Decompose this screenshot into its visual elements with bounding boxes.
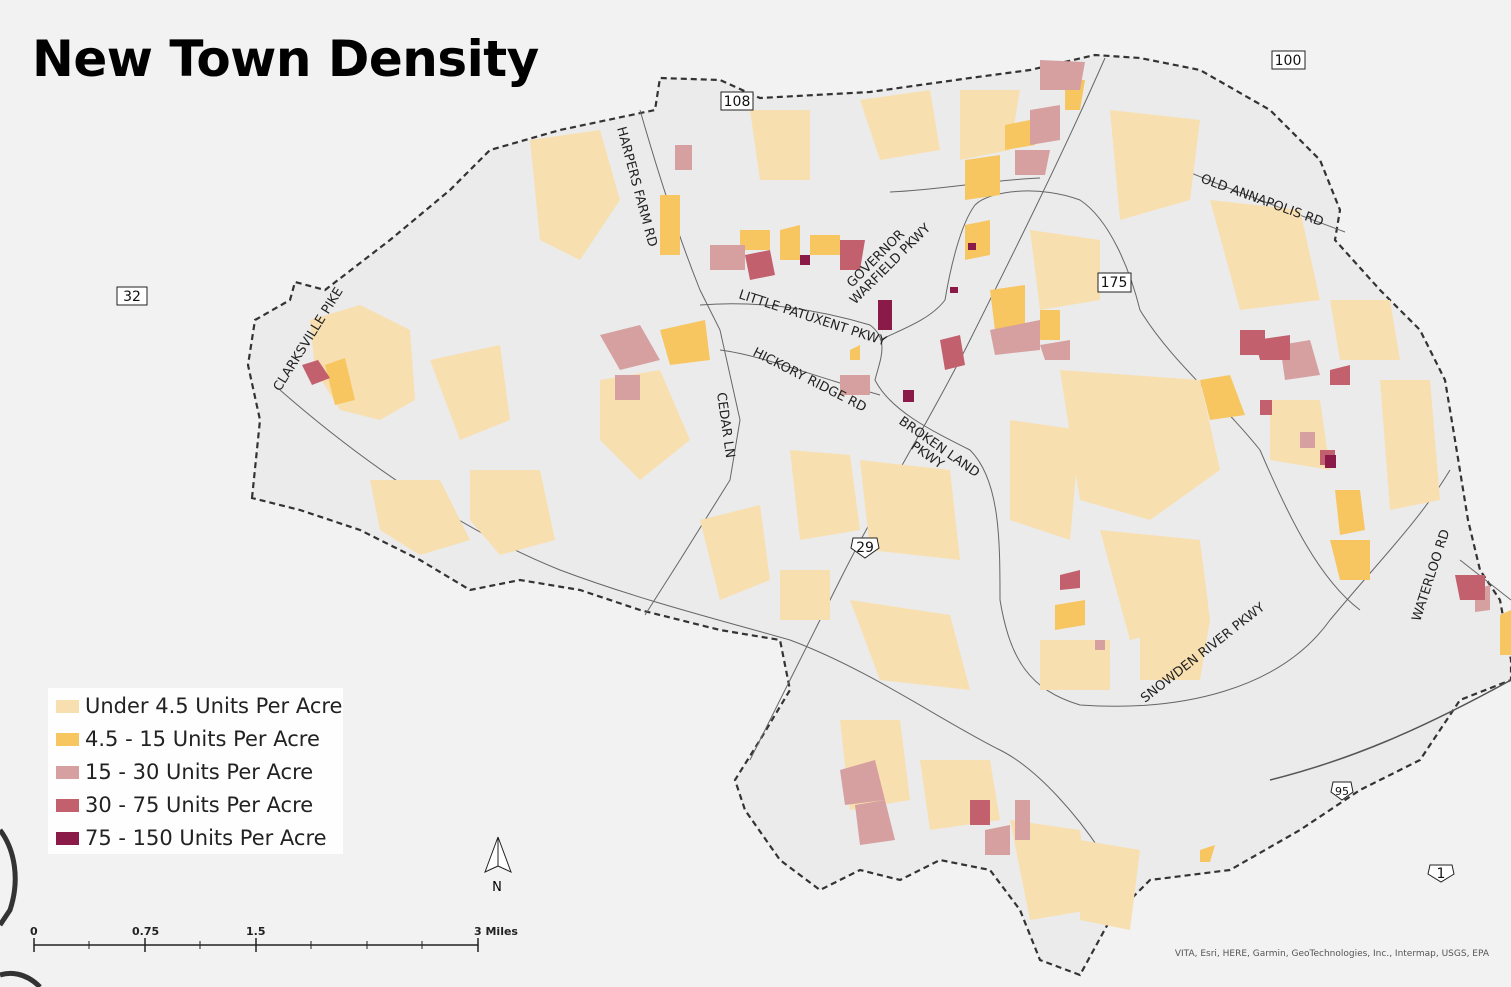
legend-swatch [56,699,79,713]
map-title: New Town Density [32,30,539,88]
legend-swatch [56,765,79,779]
legend-item: Under 4.5 Units Per Acre [56,691,342,721]
scale-tick-2: 1.5 [246,925,266,938]
legend-label: 15 - 30 Units Per Acre [85,760,314,784]
svg-text:95: 95 [1335,785,1349,798]
scale-tick-0: 0 [30,925,38,938]
route-shield-us1: 1 [1427,864,1455,883]
svg-text:29: 29 [856,540,874,556]
svg-text:108: 108 [724,94,751,110]
svg-text:32: 32 [123,289,141,305]
legend: Under 4.5 Units Per Acre 4.5 - 15 Units … [48,688,343,854]
route-shield-us29: 29 [850,537,880,559]
legend-swatch [56,732,79,746]
attribution: VITA, Esri, HERE, Garmin, GeoTechnologie… [1174,949,1489,959]
legend-label: 30 - 75 Units Per Acre [85,793,314,817]
legend-item: 15 - 30 Units Per Acre [56,757,313,787]
route-shields: 108 100 32 175 29 95 1 [116,50,1455,883]
legend-swatch [56,798,79,812]
legend-item: 75 - 150 Units Per Acre [56,823,327,853]
route-shield-i95: 95 [1330,781,1354,801]
svg-text:175: 175 [1101,275,1128,291]
scale-tick-1: 0.75 [132,925,159,938]
route-shield-32: 32 [116,286,148,306]
north-arrow-label: N [492,880,502,895]
legend-swatch [56,831,79,845]
svg-text:100: 100 [1275,53,1302,69]
legend-label: 75 - 150 Units Per Acre [85,826,327,850]
legend-label: Under 4.5 Units Per Acre [85,694,343,718]
svg-text:1: 1 [1437,866,1446,882]
density-parcels [302,60,1511,930]
scale-tick-3: 3 Miles [474,925,518,938]
route-shield-175: 175 [1097,272,1132,293]
north-arrow: N [484,836,512,895]
route-shield-100: 100 [1271,50,1306,70]
route-shield-108: 108 [720,91,754,111]
scale-bar: 0 0.75 1.5 3 Miles [30,925,518,952]
legend-label: 4.5 - 15 Units Per Acre [85,727,320,751]
legend-item: 30 - 75 Units Per Acre [56,790,313,820]
legend-item: 4.5 - 15 Units Per Acre [56,724,320,754]
river-edge [0,828,18,927]
